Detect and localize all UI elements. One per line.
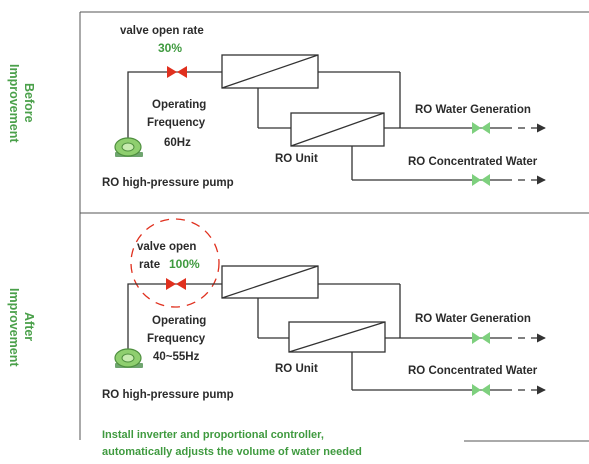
after-label: After — [22, 312, 36, 342]
before-label: Before — [22, 83, 36, 123]
frequency-label: Frequency — [147, 117, 206, 129]
pipe-lines — [127, 283, 546, 395]
footer-line-1: Install inverter and proportional contro… — [102, 429, 324, 441]
ro-membrane-1 — [221, 265, 319, 299]
improvement-label: Improvement — [7, 63, 21, 143]
control-valve-icon — [166, 278, 186, 290]
before-side-label: Before Improvement — [6, 38, 36, 168]
after-side-label: After Improvement — [6, 262, 36, 392]
ro-unit-label: RO Unit — [275, 363, 318, 375]
water-generation-label: RO Water Generation — [415, 313, 531, 325]
frequency-value: 60Hz — [164, 137, 191, 149]
valve-rate-label-line1: valve open — [137, 241, 196, 253]
valve-rate-value: 100% — [169, 257, 200, 271]
footer-line-2: automatically adjusts the volume of wate… — [102, 446, 362, 458]
ro-membrane-1 — [221, 54, 319, 89]
operating-label: Operating — [152, 315, 206, 327]
pump-icon — [114, 137, 143, 157]
panel-frame — [79, 11, 589, 442]
improvement-label: Improvement — [7, 287, 21, 367]
ro-unit-label: RO Unit — [275, 153, 318, 165]
concentrated-water-label: RO Concentrated Water — [408, 156, 538, 168]
control-valve-icon — [167, 66, 187, 78]
water-generation-valve-icon — [472, 122, 490, 134]
valve-rate-label-line2: rate — [139, 259, 160, 271]
water-generation-label: RO Water Generation — [415, 104, 531, 116]
ro-membrane-2 — [288, 321, 386, 353]
concentrated-water-valve-icon — [472, 174, 490, 186]
valve-rate-label: valve open rate — [120, 25, 204, 37]
concentrated-water-valve-icon — [472, 384, 490, 396]
frequency-value: 40~55Hz — [153, 351, 200, 363]
water-generation-valve-icon — [472, 332, 490, 344]
operating-label: Operating — [152, 99, 206, 111]
ro-membrane-2 — [290, 112, 385, 147]
pump-label: RO high-pressure pump — [102, 177, 234, 189]
before-section: valve open rate 30% — [102, 25, 546, 189]
concentrated-water-label: RO Concentrated Water — [408, 365, 538, 377]
highlight-circle — [130, 218, 220, 308]
pump-label: RO high-pressure pump — [102, 389, 234, 401]
after-section: valve open rate 100% — [102, 218, 546, 401]
frequency-label: Frequency — [147, 333, 206, 345]
pump-icon — [114, 348, 143, 368]
valve-rate-value: 30% — [158, 41, 182, 55]
